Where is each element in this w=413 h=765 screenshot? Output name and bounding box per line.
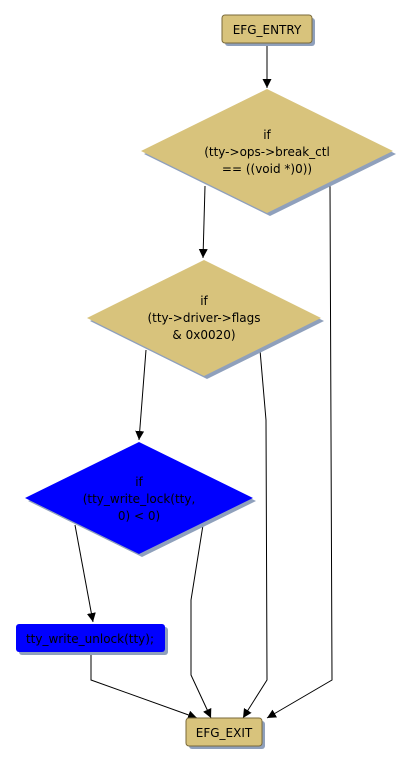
node-cond3-line-1: if bbox=[135, 475, 143, 489]
edge-action-to-exit bbox=[90, 654, 198, 720]
node-action-box bbox=[16, 624, 165, 652]
node-cond1-line-2: (tty->ops->break_ctl bbox=[204, 145, 330, 159]
edge-cond1-to-cond2 bbox=[198, 185, 208, 259]
node-cond2-line-3: & 0x0020) bbox=[172, 328, 235, 342]
edges bbox=[74, 45, 333, 720]
node-cond2-line-1: if bbox=[200, 294, 208, 308]
node-exit-label: EFG_EXIT bbox=[196, 726, 253, 740]
node-condition-write-lock: if (tty_write_lock(tty, 0) < 0) bbox=[25, 442, 256, 557]
node-efg-entry: EFG_ENTRY bbox=[221, 14, 315, 46]
edge-cond2-to-cond3 bbox=[135, 349, 147, 441]
node-condition-break-ctl: if (tty->ops->break_ctl == ((void *)0)) bbox=[141, 89, 396, 216]
node-cond2-diamond bbox=[87, 260, 321, 376]
node-action-write-unlock: tty_write_unlock(tty); bbox=[16, 624, 168, 655]
edge-cond3-to-action bbox=[74, 524, 96, 623]
node-cond3-line-2: (tty_write_lock(tty, bbox=[83, 492, 196, 506]
node-efg-exit: EFG_EXIT bbox=[185, 717, 265, 749]
node-cond3-diamond bbox=[25, 442, 253, 554]
edge-cond1-to-exit bbox=[266, 185, 333, 719]
edge-cond3-to-exit bbox=[190, 524, 212, 719]
node-condition-driver-flags: if (tty->driver->flags & 0x0020) bbox=[87, 260, 324, 379]
node-cond1-line-1: if bbox=[263, 128, 271, 142]
node-entry-box bbox=[221, 14, 313, 44]
node-exit-box bbox=[185, 717, 263, 747]
node-cond2-line-2: (tty->driver->flags bbox=[147, 311, 260, 325]
node-cond1-diamond bbox=[141, 89, 393, 213]
edge-cond2-to-exit bbox=[242, 349, 268, 719]
node-cond3-line-3: 0) < 0) bbox=[118, 509, 160, 523]
node-cond1-line-3: == ((void *)0)) bbox=[222, 162, 312, 176]
node-action-label: tty_write_unlock(tty); bbox=[26, 632, 154, 646]
node-entry-label: EFG_ENTRY bbox=[233, 23, 302, 37]
